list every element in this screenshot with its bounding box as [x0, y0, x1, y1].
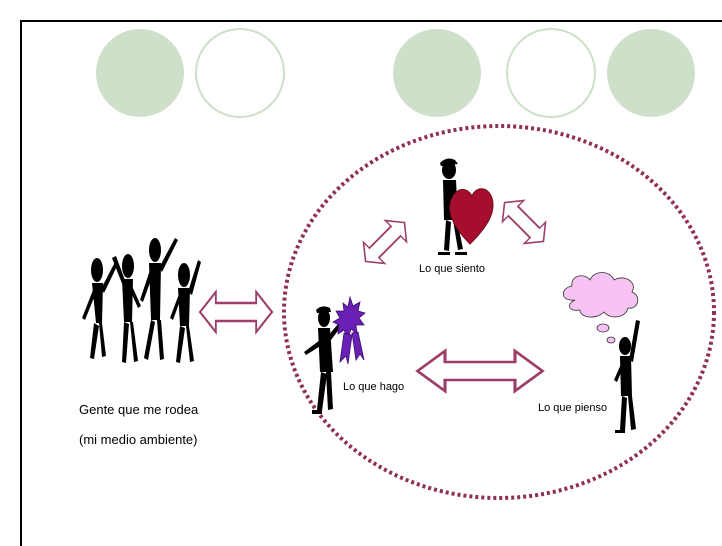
decorative-circle-outline [195, 28, 285, 118]
people-label: Gente que me rodea [79, 402, 199, 417]
do-label: Lo que hago [343, 381, 405, 393]
double-arrow-icon [198, 290, 274, 334]
self-dotted-ring [282, 124, 716, 500]
feel-label: Lo que siento [419, 263, 486, 275]
decorative-circles [96, 28, 695, 118]
decorative-circle-filled [607, 29, 695, 117]
frame-left-border [20, 20, 22, 546]
person-with-badge-icon [304, 295, 366, 414]
decorative-circle-filled [96, 29, 184, 117]
frame-top-border [20, 20, 722, 22]
environment-label: (mi medio ambiente) [79, 432, 198, 447]
double-arrow-icon [493, 191, 555, 253]
double-arrow-icon [354, 211, 416, 273]
person-with-heart-icon [438, 158, 494, 255]
decorative-circle-outline [506, 28, 596, 118]
person-thinking-icon [562, 272, 640, 433]
decorative-circle-filled [393, 29, 481, 117]
people-group-icon [82, 238, 201, 363]
think-label: Lo que pienso [538, 402, 608, 414]
double-arrow-icon [415, 349, 545, 393]
